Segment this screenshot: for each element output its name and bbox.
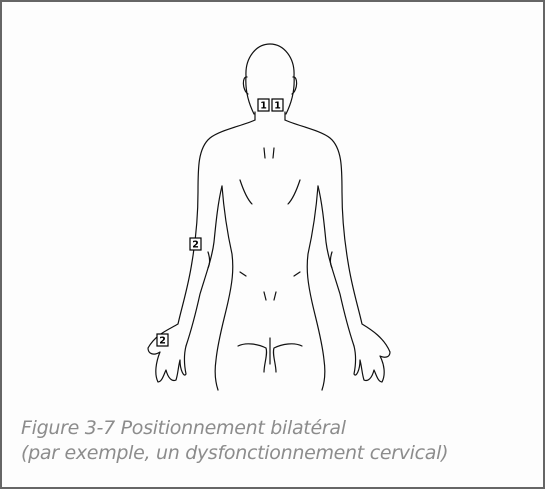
sacral-mark xyxy=(264,292,276,300)
left-torso-side xyxy=(215,186,233,390)
caption-line-2: (par exemple, un dysfonctionnement cervi… xyxy=(21,441,536,466)
buttocks-outline-right xyxy=(273,344,302,372)
scapula-left xyxy=(240,180,252,204)
head-outline xyxy=(246,44,294,114)
waist-left xyxy=(240,272,246,276)
marker-label: 2 xyxy=(192,240,199,251)
electrode-marker-2a: 2 xyxy=(190,238,201,251)
spine-line xyxy=(264,148,274,158)
electrode-marker-1a: 1 xyxy=(258,99,269,112)
waist-right xyxy=(294,272,300,276)
electrode-marker-2b: 2 xyxy=(157,334,168,347)
buttocks-outline xyxy=(238,344,267,372)
electrode-marker-1b: 1 xyxy=(272,99,283,112)
right-arm-outline xyxy=(285,120,390,382)
marker-label: 2 xyxy=(159,336,166,347)
marker-label: 1 xyxy=(274,101,281,112)
marker-group: 1 1 2 2 xyxy=(157,99,283,347)
caption-line-1: Figure 3-7 Positionnement bilatéral xyxy=(21,416,536,441)
figure-caption: Figure 3-7 Positionnement bilatéral (par… xyxy=(21,416,536,466)
scapula-right xyxy=(288,180,300,204)
marker-label: 1 xyxy=(260,101,267,112)
right-torso-side xyxy=(307,186,325,390)
